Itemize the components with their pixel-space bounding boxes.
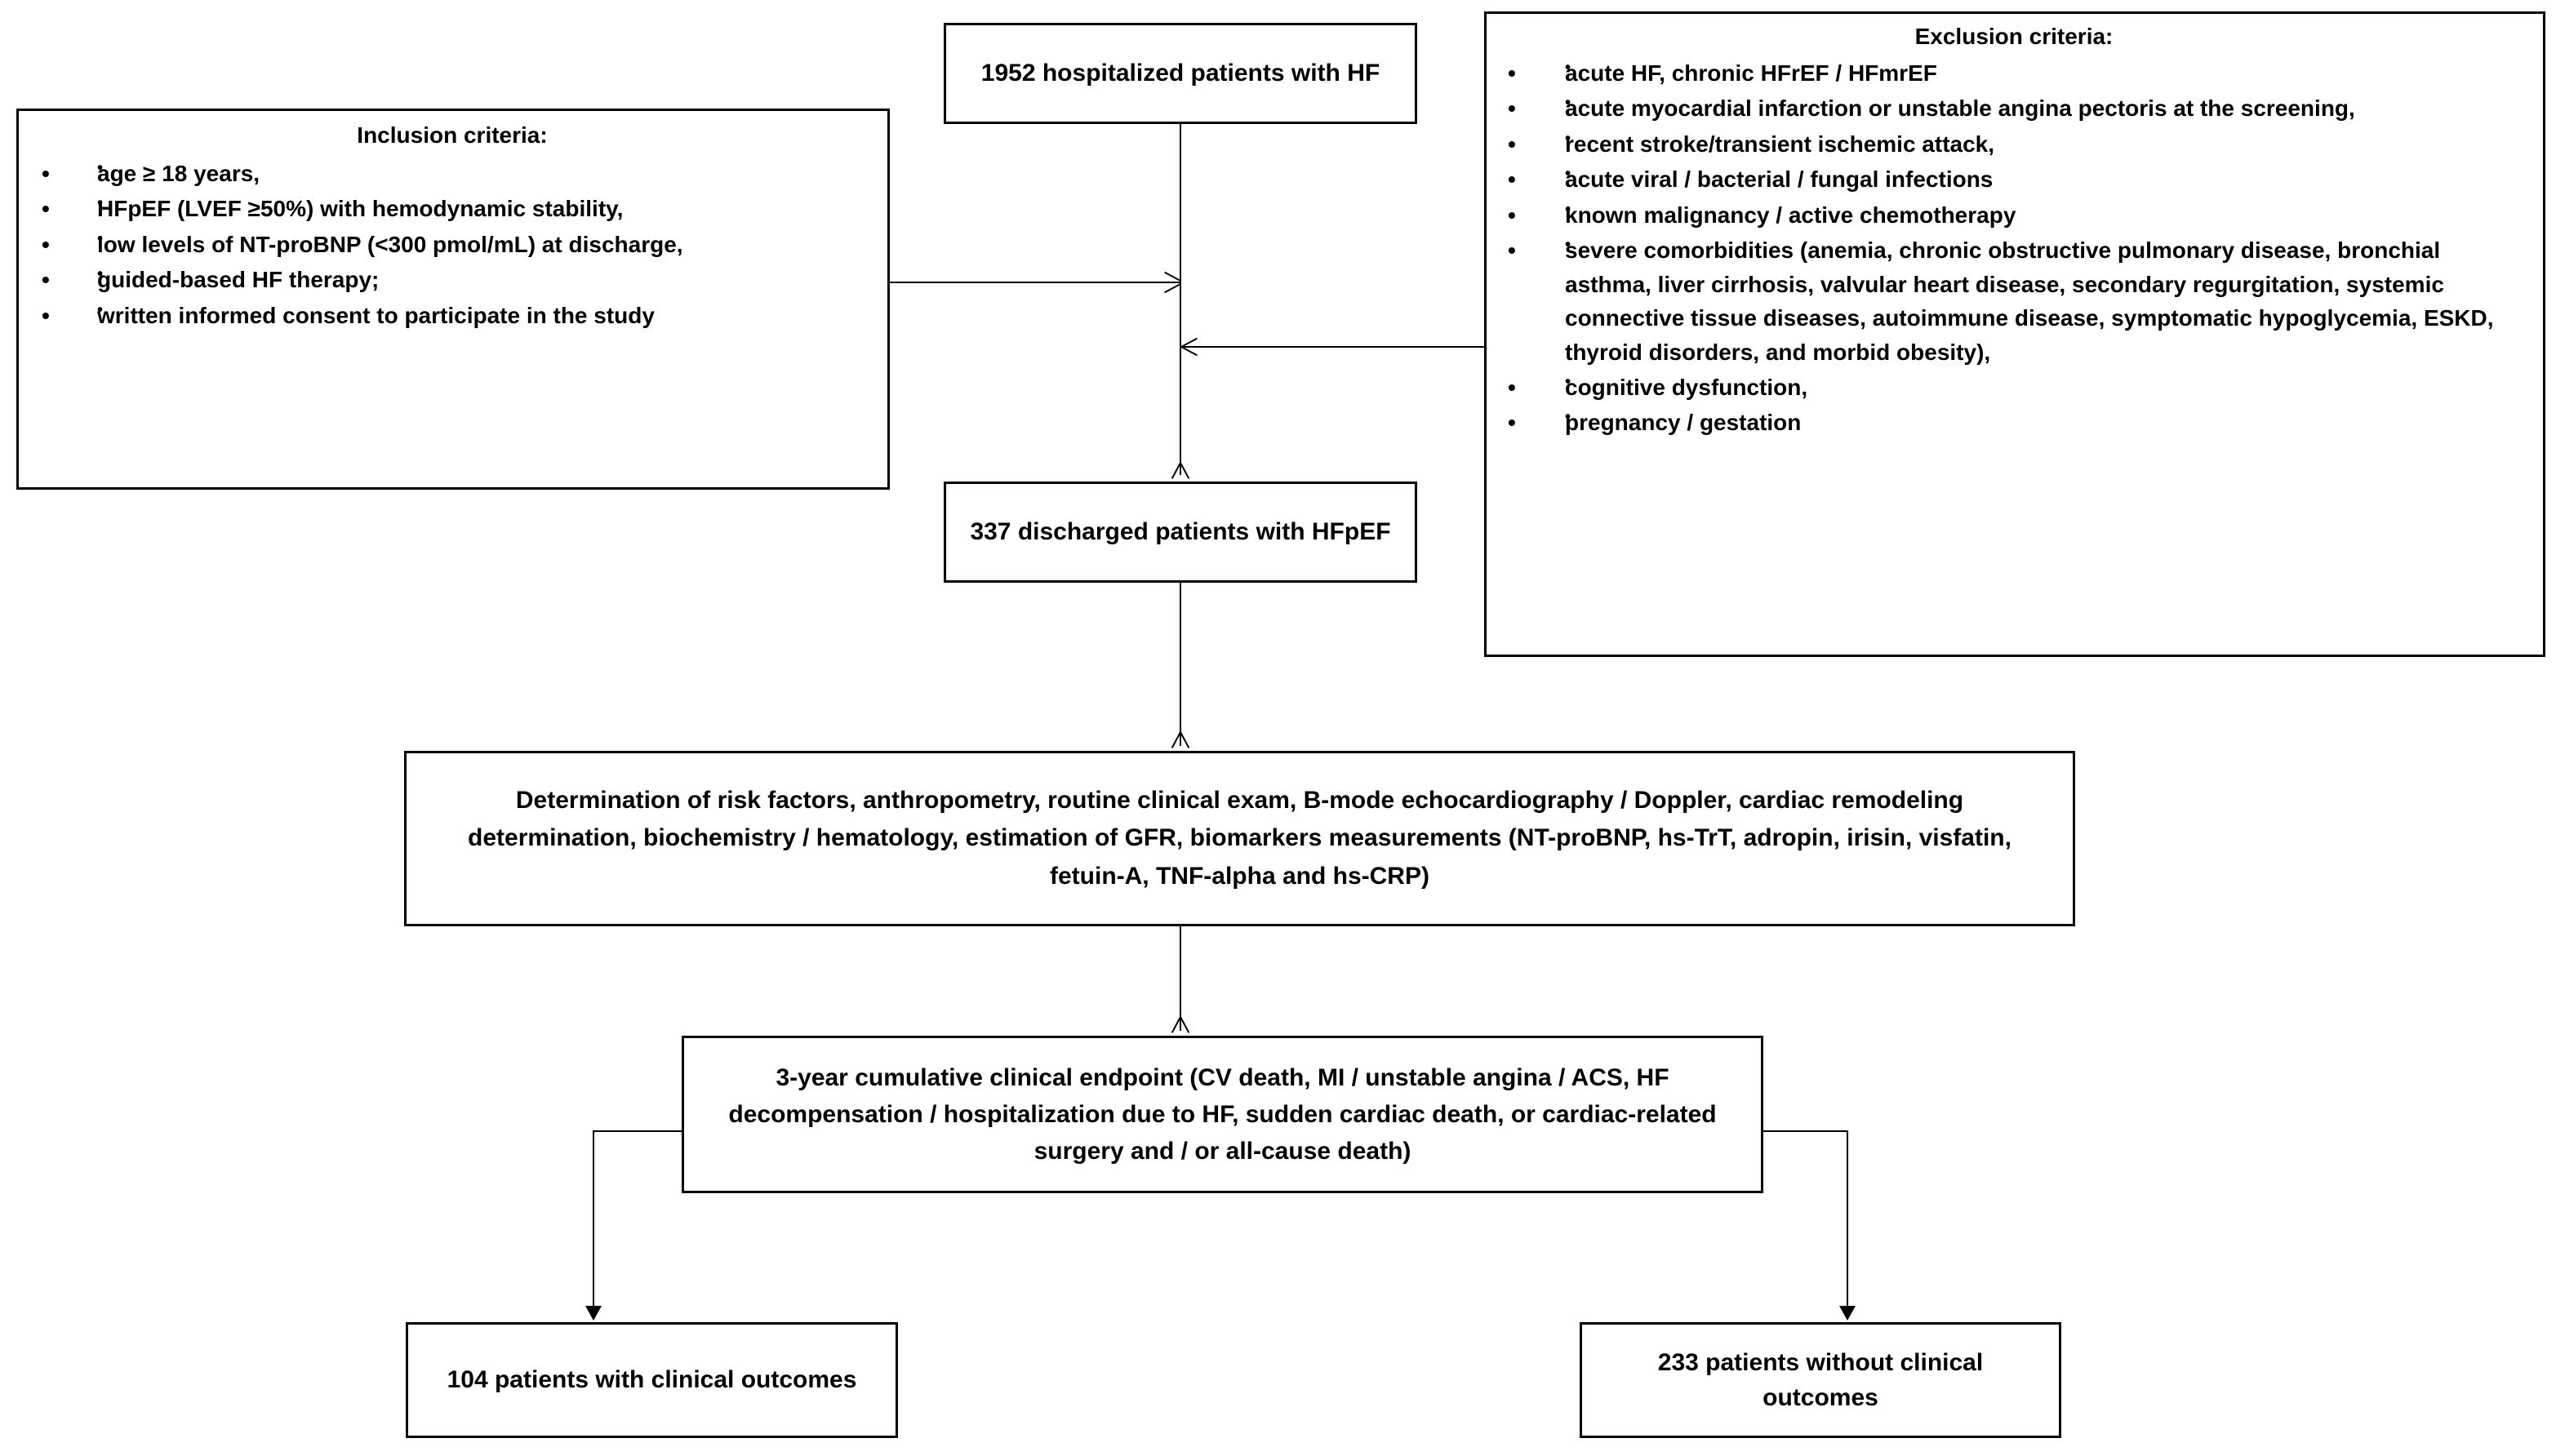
inclusion-item-text: HFpEF (LVEF ≥50%) with hemodynamic stabi…: [97, 196, 624, 222]
inclusion-criteria-list: • age ≥ 18 years, • HFpEF (LVEF ≥50%) wi…: [38, 157, 866, 332]
connector-assessments-to-endpoint: [1180, 926, 1181, 1031]
list-item: • acute viral / bacterial / fungal infec…: [1505, 162, 2523, 196]
arrowhead-into-discharged: [1171, 462, 1205, 483]
inclusion-item-text: low levels of NT-proBNP (<300 pmol/mL) a…: [97, 231, 683, 257]
inclusion-item-text: written informed consent to participate …: [97, 302, 655, 328]
hospitalized-patients-label: 1952 hospitalized patients with HF: [980, 60, 1380, 87]
arrowhead-into-with-outcomes: [585, 1306, 602, 1321]
list-item: • acute myocardial infarction or unstabl…: [1505, 91, 2523, 125]
exclusion-item-text: acute myocardial infarction or unstable …: [1565, 95, 2355, 122]
list-item: • low levels of NT-proBNP (<300 pmol/mL)…: [38, 228, 866, 261]
exclusion-item-text: known malignancy / active chemotherapy: [1565, 202, 2016, 228]
assessments-label: Determination of risk factors, anthropom…: [468, 786, 2011, 890]
patients-with-outcomes-box[interactable]: 104 patients with clinical outcomes: [406, 1322, 898, 1438]
list-item: • cognitive dysfunction,: [1505, 371, 2523, 404]
list-item: • pregnancy / gestation: [1505, 406, 2523, 439]
connector-exclusion-to-spine: [1181, 346, 1485, 348]
arrowhead-exclusion-into-spine: [1180, 337, 1206, 367]
clinical-endpoint-box[interactable]: 3-year cumulative clinical endpoint (CV …: [682, 1036, 1763, 1193]
list-item: • written informed consent to participat…: [38, 299, 866, 332]
list-item: • acute HF, chronic HFrEF / HFmrEF: [1505, 56, 2523, 90]
clinical-endpoint-label: 3-year cumulative clinical endpoint (CV …: [728, 1064, 1717, 1165]
exclusion-item-text: recent stroke/transient ischemic attack,: [1565, 131, 1995, 157]
hospitalized-patients-box[interactable]: 1952 hospitalized patients with HF: [944, 23, 1417, 124]
exclusion-item-text: cognitive dysfunction,: [1565, 374, 1808, 400]
patients-without-outcomes-label: 233 patients without clinical outcomes: [1657, 1348, 1984, 1412]
connector-discharged-to-assessments: [1180, 583, 1181, 746]
list-item: • guided-based HF therapy;: [38, 263, 866, 296]
exclusion-criteria-box[interactable]: Exclusion criteria: • acute HF, chronic …: [1484, 11, 2545, 657]
connector-endpoint-right-stub: [1762, 1130, 1848, 1132]
exclusion-item-text: acute HF, chronic HFrEF / HFmrEF: [1565, 60, 1937, 86]
connector-endpoint-left-stub: [593, 1130, 684, 1132]
connector-inclusion-to-spine: [890, 282, 1180, 283]
inclusion-item-text: guided-based HF therapy;: [97, 267, 380, 293]
inclusion-item-text: age ≥ 18 years,: [97, 161, 260, 186]
exclusion-criteria-title: Exclusion criteria:: [1914, 24, 2114, 49]
connector-hospitalized-to-discharged: [1180, 124, 1181, 475]
list-item: • HFpEF (LVEF ≥50%) with hemodynamic sta…: [38, 192, 866, 225]
exclusion-item-text: pregnancy / gestation: [1565, 410, 1802, 436]
patients-with-outcomes-label: 104 patients with clinical outcomes: [447, 1366, 857, 1394]
exclusion-item-text: severe comorbidities (anemia, chronic ob…: [1565, 237, 2494, 365]
list-item: • known malignancy / active chemotherapy: [1505, 198, 2523, 232]
list-item: • age ≥ 18 years,: [38, 157, 866, 190]
connector-endpoint-to-without-outcomes: [1847, 1130, 1848, 1308]
assessments-box[interactable]: Determination of risk factors, anthropom…: [404, 751, 2075, 926]
discharged-patients-box[interactable]: 337 discharged patients with HFpEF: [944, 482, 1417, 583]
arrowhead-inclusion-into-spine: [1159, 271, 1184, 303]
arrowhead-into-without-outcomes: [1839, 1306, 1856, 1321]
discharged-patients-label: 337 discharged patients with HFpEF: [970, 518, 1391, 546]
arrowhead-into-endpoint: [1171, 1016, 1205, 1037]
list-item: • severe comorbidities (anemia, chronic …: [1505, 233, 2523, 369]
exclusion-item-text: acute viral / bacterial / fungal infecti…: [1565, 166, 1994, 193]
exclusion-criteria-list: • acute HF, chronic HFrEF / HFmrEF • acu…: [1505, 56, 2523, 440]
patients-without-outcomes-box[interactable]: 233 patients without clinical outcomes: [1580, 1322, 2061, 1438]
list-item: • recent stroke/transient ischemic attac…: [1505, 127, 2523, 161]
inclusion-criteria-box[interactable]: Inclusion criteria: • age ≥ 18 years, • …: [16, 109, 890, 490]
inclusion-criteria-title: Inclusion criteria:: [357, 122, 548, 148]
connector-endpoint-to-with-outcomes: [593, 1130, 594, 1308]
arrowhead-into-assessments: [1171, 731, 1205, 752]
